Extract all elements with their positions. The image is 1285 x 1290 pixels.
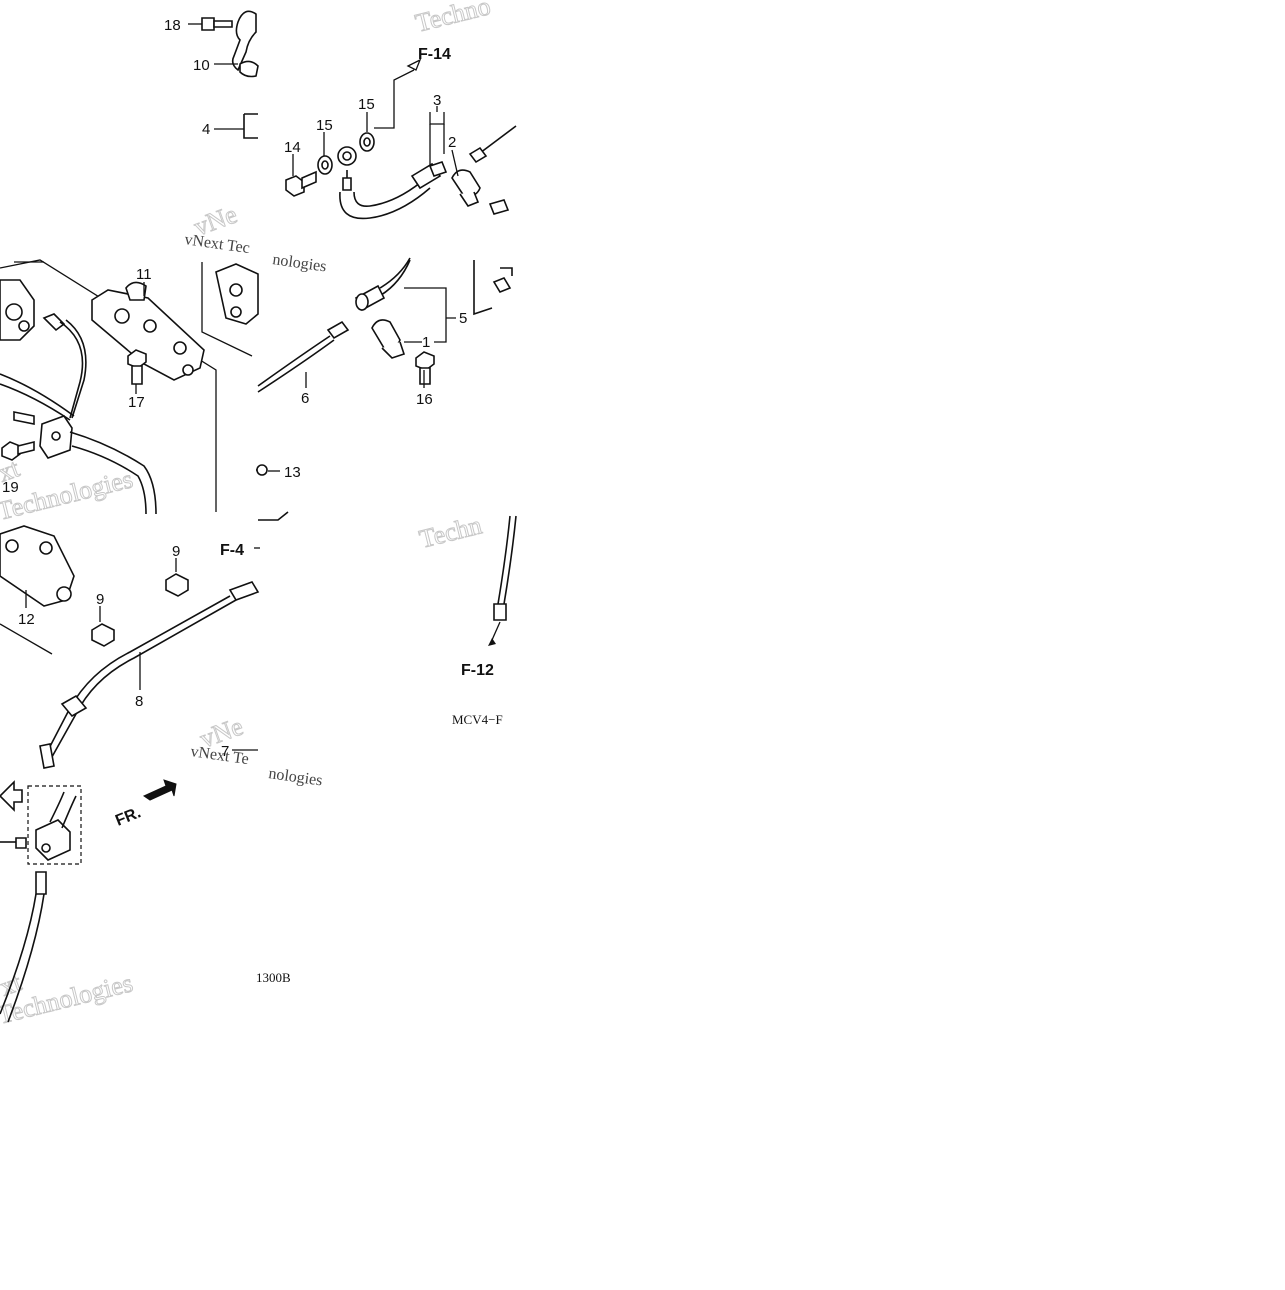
clamp-10-part bbox=[231, 10, 259, 78]
watermark-text: nologies bbox=[267, 765, 323, 789]
hose-fitting-part bbox=[39, 415, 157, 515]
callout-19: 19 bbox=[2, 479, 19, 496]
bolt-19-part bbox=[1, 440, 35, 461]
diagram-codes: MCV4−F 1300B bbox=[256, 712, 503, 985]
front-arrow-icon bbox=[142, 779, 177, 801]
arrow-outline-shape bbox=[0, 780, 23, 812]
callout-8: 8 bbox=[135, 693, 143, 710]
callout-16: 16 bbox=[416, 391, 433, 408]
callout-10: 10 bbox=[193, 57, 210, 74]
bracket-outline-part bbox=[215, 263, 259, 325]
clip-9-part bbox=[165, 573, 189, 597]
tile-bottom-left bbox=[0, 525, 260, 1023]
brake-hose-3 bbox=[337, 146, 448, 220]
callout-2: 2 bbox=[448, 134, 456, 151]
callout-9: 9 bbox=[96, 591, 104, 608]
bolt-14-part bbox=[285, 170, 317, 197]
tile-middle-left bbox=[0, 259, 280, 515]
bolt-16-part bbox=[415, 351, 435, 385]
brake-hose-5 bbox=[354, 257, 411, 312]
bolt-part bbox=[488, 199, 510, 215]
clamp-2-part bbox=[451, 169, 481, 207]
watermark-text: Techn bbox=[416, 510, 484, 553]
callout-11: 11 bbox=[136, 266, 152, 283]
callout-4: 4 bbox=[202, 121, 210, 138]
watermark-text: nologies bbox=[271, 251, 327, 275]
callout-labels: 18 10 4 14 15 15 3 2 11 17 19 5 1 16 6 1… bbox=[2, 17, 467, 760]
front-label: FR. bbox=[113, 804, 143, 829]
brake-line bbox=[258, 511, 289, 521]
bracket-11-part bbox=[91, 281, 205, 381]
part-4-shape bbox=[243, 113, 258, 139]
ref-f4: F-4 bbox=[220, 542, 244, 559]
brake-line bbox=[473, 260, 513, 316]
callout-13: 13 bbox=[284, 464, 301, 481]
callout-3: 3 bbox=[433, 92, 441, 109]
callout-1: 1 bbox=[422, 334, 430, 351]
tile-bottom-right bbox=[488, 515, 517, 646]
callout-15: 15 bbox=[358, 96, 375, 113]
ref-f12: F-12 bbox=[461, 662, 494, 679]
callout-12: 12 bbox=[18, 611, 35, 628]
diagram-code: 1300B bbox=[256, 970, 291, 985]
clamp-1-part bbox=[371, 319, 406, 359]
callout-17: 17 bbox=[128, 394, 145, 411]
clip-9-part bbox=[91, 623, 115, 647]
brake-line-f12 bbox=[488, 515, 517, 646]
watermark-text: Technologies bbox=[0, 968, 136, 1030]
bolt-18-part bbox=[201, 17, 233, 31]
callout-5: 5 bbox=[459, 310, 467, 327]
watermark-text: Techno bbox=[412, 0, 493, 38]
callout-14: 14 bbox=[284, 139, 301, 156]
callout-6: 6 bbox=[301, 390, 309, 407]
callout-9: 9 bbox=[172, 543, 180, 560]
tile-middle-right bbox=[201, 257, 513, 521]
bracket-12-part bbox=[0, 525, 75, 607]
watermark-text: vNe bbox=[190, 200, 241, 242]
detail-box bbox=[27, 785, 82, 865]
callout-7: 7 bbox=[221, 743, 229, 760]
tile-top-left bbox=[188, 10, 259, 139]
brake-hose-8 bbox=[39, 581, 260, 769]
callout-15: 15 bbox=[316, 117, 333, 134]
watermarks: Techno vNext Tec nologies vNe Technologi… bbox=[0, 0, 494, 1030]
diagram-code: MCV4−F bbox=[452, 712, 503, 727]
brake-line-6 bbox=[257, 320, 350, 393]
bracket-left-part bbox=[0, 279, 35, 341]
callout-18: 18 bbox=[164, 17, 181, 34]
part-13-shape bbox=[256, 464, 268, 476]
bolt-17-part bbox=[127, 349, 147, 385]
tile-top-right bbox=[285, 58, 517, 220]
ref-f14: F-14 bbox=[418, 46, 451, 63]
brake-line-lower bbox=[0, 871, 47, 1023]
